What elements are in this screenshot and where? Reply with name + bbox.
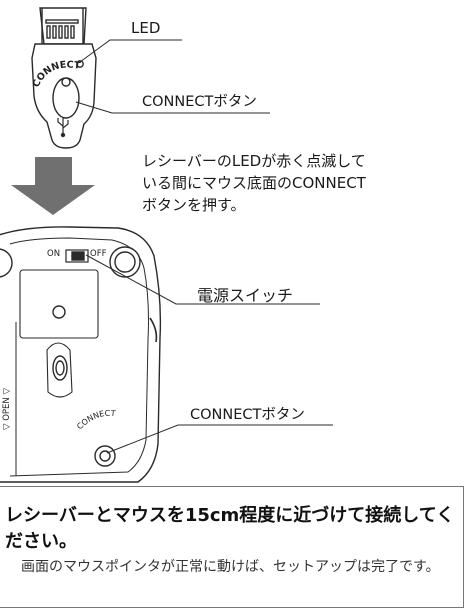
- pairing-instruction: レシーバーのLEDが赤く点滅して いる間にマウス底面のCONNECT ボタンを押…: [142, 150, 366, 216]
- instruction-line-3: ボタンを押す。: [142, 196, 246, 214]
- led-label: LED: [131, 19, 161, 37]
- instruction-line-2: いる間にマウス底面のCONNECT: [142, 174, 366, 192]
- power-switch-label: 電源スイッチ: [197, 286, 294, 305]
- down-arrow-icon: [11, 157, 95, 215]
- info-heading: レシーバーとマウスを15cm程度に近づけて接続してください。: [5, 505, 455, 552]
- mouse-connect-button-label: CONNECTボタン: [190, 407, 305, 423]
- info-note: 画面のマウスポインタが正常に動けば、セットアップは完了です。: [21, 559, 440, 575]
- info-box: レシーバーとマウスを15cm程度に近づけて接続してください。 画面のマウスポイン…: [0, 486, 464, 608]
- receiver-leaders: [75, 39, 270, 114]
- mouse-bottom: [0, 226, 162, 483]
- battery-open-text: ▽ OPEN ▽: [2, 388, 12, 430]
- mouse-leaders: [85, 254, 333, 454]
- switch-on-text: ON: [47, 249, 60, 259]
- instruction-line-1: レシーバーのLEDが赤く点滅して: [142, 152, 366, 170]
- receiver-connect-button-label: CONNECTボタン: [142, 94, 257, 110]
- switch-off-text: OFF: [90, 249, 107, 259]
- usb-receiver: [31, 7, 97, 149]
